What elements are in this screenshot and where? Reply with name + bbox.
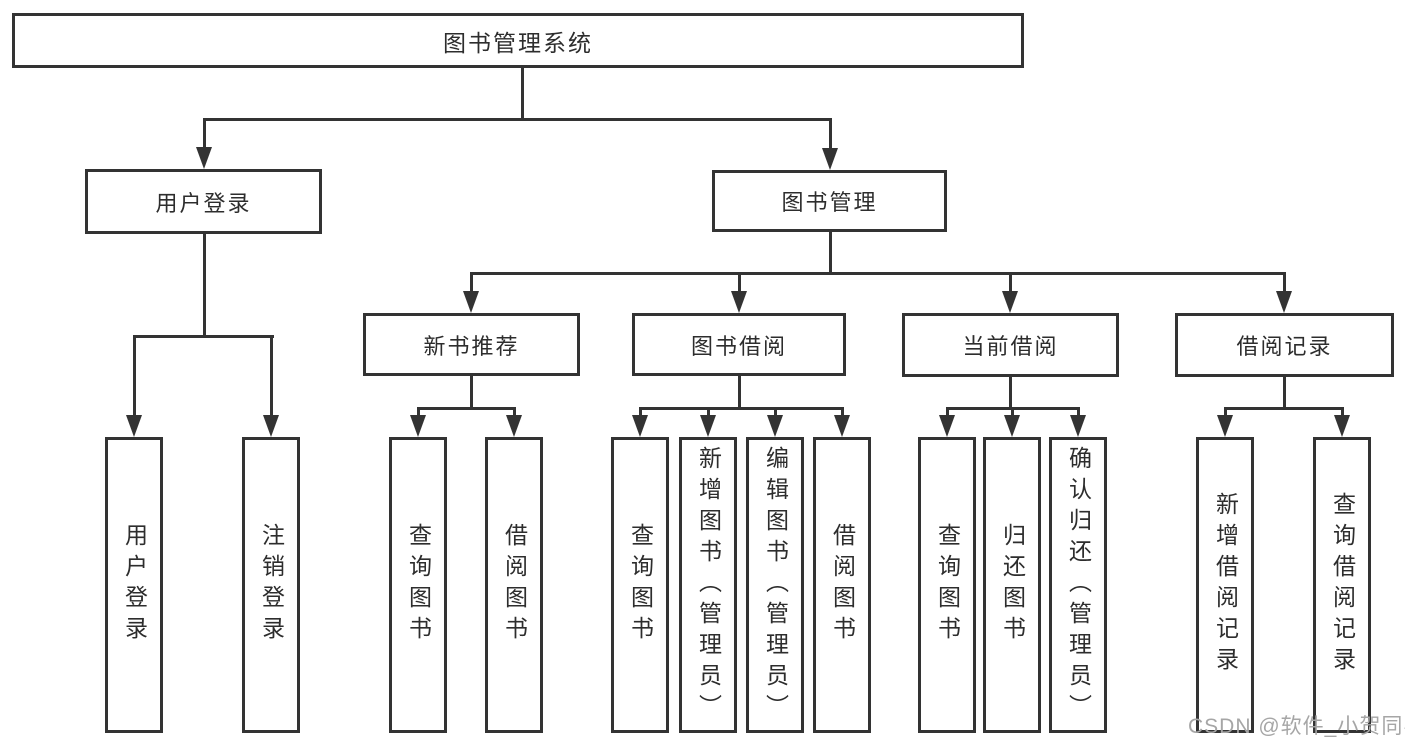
csdn-watermark: CSDN @软件_小贺同学 [1188, 715, 1405, 738]
connector-line [829, 118, 832, 158]
arrowhead-down-icon [1070, 415, 1086, 437]
connector-line [738, 376, 741, 410]
node-label: 图书管理系统 [443, 29, 593, 56]
connector-line [203, 118, 832, 121]
arrowhead-down-icon [632, 415, 648, 437]
node-label: 编辑图书（管理员） [762, 445, 789, 725]
arrowhead-down-icon [834, 415, 850, 437]
connector-line [203, 118, 206, 158]
arrowhead-down-icon [1334, 415, 1350, 437]
connector-line [470, 272, 473, 302]
leaf-query-books-current: 查询图书 [918, 437, 976, 733]
node-label: 归还图书 [999, 523, 1026, 647]
leaf-borrow-books-borrowing: 借阅图书 [813, 437, 871, 733]
node-label: 图书借阅 [690, 333, 787, 359]
arrowhead-down-icon [767, 415, 783, 437]
node-label: 查询借阅记录 [1329, 492, 1356, 678]
leaf-add-book-admin: 新增图书（管理员） [679, 437, 737, 733]
connector-line [1009, 377, 1012, 410]
node-new-book-recommendation: 新书推荐 [363, 313, 580, 376]
connector-line [417, 407, 516, 410]
leaf-add-borrow-record: 新增借阅记录 [1196, 437, 1254, 733]
node-label: 借阅记录 [1236, 334, 1333, 359]
arrowhead-down-icon [1002, 291, 1018, 313]
connector-line [133, 335, 136, 429]
arrowhead-down-icon [126, 415, 142, 437]
leaf-return-book: 归还图书 [983, 437, 1041, 733]
node-current-borrowing: 当前借阅 [902, 313, 1119, 377]
arrowhead-down-icon [731, 291, 747, 313]
node-label: 借阅图书 [501, 523, 528, 647]
node-label: 当前借阅 [962, 334, 1059, 359]
node-label: 新书推荐 [423, 333, 520, 359]
node-label: 查询图书 [405, 523, 432, 647]
arrowhead-down-icon [1217, 415, 1233, 437]
leaf-borrow-books-recommend: 借阅图书 [485, 437, 543, 733]
node-book-borrowing: 图书借阅 [632, 313, 846, 376]
connector-line [829, 232, 832, 275]
arrowhead-down-icon [1004, 415, 1020, 437]
connector-line [133, 335, 274, 338]
connector-line [1283, 272, 1286, 302]
arrowhead-down-icon [410, 415, 426, 437]
node-library-management-system: 图书管理系统 [12, 13, 1024, 68]
connector-line [521, 68, 524, 121]
node-user-login: 用户登录 [85, 169, 322, 234]
leaf-user-login: 用户登录 [105, 437, 163, 733]
connector-line [1283, 377, 1286, 410]
arrowhead-down-icon [1276, 291, 1292, 313]
connector-line [203, 234, 206, 338]
leaf-logout: 注销登录 [242, 437, 300, 733]
connector-line [1009, 272, 1012, 302]
leaf-query-books-borrowing: 查询图书 [611, 437, 669, 733]
connector-line [1224, 407, 1344, 410]
node-label: 图书管理 [781, 190, 878, 215]
node-label: 用户登录 [121, 523, 148, 647]
arrowhead-down-icon [939, 415, 955, 437]
node-label: 查询图书 [627, 523, 654, 647]
node-borrowing-records: 借阅记录 [1175, 313, 1394, 377]
node-label: 用户登录 [155, 190, 252, 216]
arrowhead-down-icon [263, 415, 279, 437]
node-label: 借阅图书 [829, 523, 856, 647]
connector-line [738, 272, 741, 302]
connector-line [270, 335, 273, 429]
leaf-edit-book-admin: 编辑图书（管理员） [746, 437, 804, 733]
leaf-query-borrow-record: 查询借阅记录 [1313, 437, 1371, 733]
leaf-query-books-recommend: 查询图书 [389, 437, 447, 733]
node-label: 查询图书 [934, 523, 961, 647]
node-label: 注销登录 [258, 523, 285, 647]
node-label: 确认归还（管理员） [1065, 445, 1092, 725]
arrowhead-down-icon [700, 415, 716, 437]
node-label: 新增图书（管理员） [695, 445, 722, 725]
connector-line [470, 272, 1286, 275]
node-book-management: 图书管理 [712, 170, 947, 232]
connector-line [639, 407, 844, 410]
arrowhead-down-icon [196, 147, 212, 169]
node-label: 新增借阅记录 [1212, 492, 1239, 678]
connector-line [470, 376, 473, 410]
arrowhead-down-icon [506, 415, 522, 437]
leaf-confirm-return-admin: 确认归还（管理员） [1049, 437, 1107, 733]
arrowhead-down-icon [463, 291, 479, 313]
arrowhead-down-icon [822, 148, 838, 170]
